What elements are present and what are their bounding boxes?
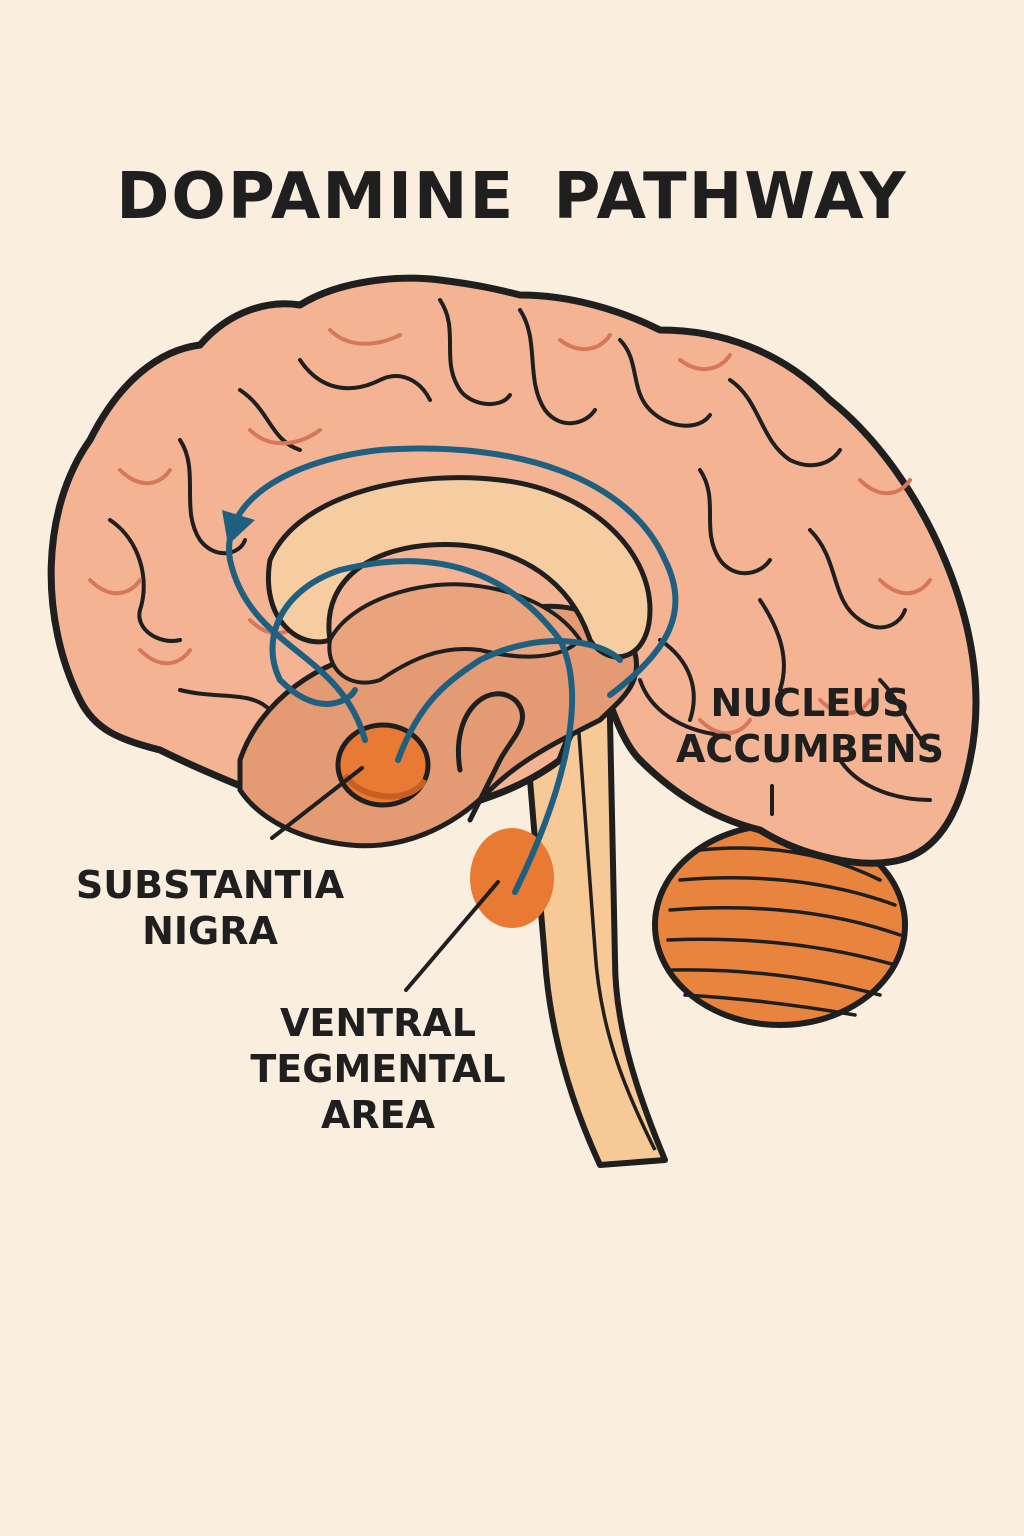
- label-line: TEGMENTAL: [250, 1047, 506, 1091]
- label-line: VENTRAL: [280, 1001, 476, 1045]
- label-line: NIGRA: [142, 909, 278, 953]
- label-nucleus-accumbens: NUCLEUS ACCUMBENS: [660, 680, 960, 772]
- label-substantia-nigra: SUBSTANTIA NIGRA: [60, 862, 360, 954]
- leader-lines: [270, 766, 774, 992]
- label-line: AREA: [320, 1093, 436, 1137]
- label-line: ACCUMBENS: [676, 727, 944, 771]
- leader-ventral-tegmental-area: [404, 880, 500, 992]
- diagram-title: DOPAMINE PATHWAY: [116, 160, 908, 234]
- label-ventral-tegmental-area: VENTRAL TEGMENTAL AREA: [228, 1000, 528, 1138]
- mesocortical-pathway: [269, 558, 576, 895]
- ventral-tegmental-area: [470, 828, 554, 928]
- arrow-head-icon: [222, 510, 255, 545]
- cerebral-cortex: [47, 274, 980, 867]
- mesolimbic-pathway: [395, 638, 623, 763]
- dopamine-pathways: [226, 445, 679, 895]
- leader-substantia-nigra: [270, 766, 364, 840]
- nigrostriatal-pathway: [226, 445, 679, 743]
- substantia-nigra: [335, 722, 431, 808]
- label-line: SUBSTANTIA: [75, 863, 345, 907]
- label-line: NUCLEUS: [710, 681, 910, 725]
